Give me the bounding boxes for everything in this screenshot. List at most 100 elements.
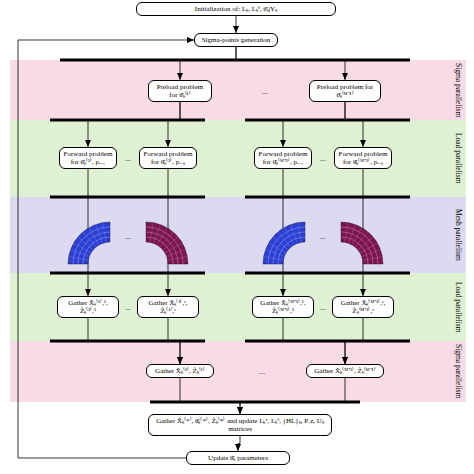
ellipsis: ... xyxy=(259,367,265,376)
mesh-line xyxy=(268,227,305,264)
process-box: Preload problem for θ̂ₖ⁽ᴹ⁺¹⁾ xyxy=(309,80,381,102)
ellipsis-wrap: ... xyxy=(320,154,326,163)
ellipsis-wrap: ... xyxy=(320,232,326,241)
mesh-group xyxy=(68,222,383,264)
mesh-line xyxy=(341,232,373,264)
box-text: Gather X̂ₖ⁽ᴹ⁺¹⁾,¹, Ẑₖ⁽ᴹ⁺¹⁾,¹ xyxy=(256,299,310,315)
box-text: Preload problem for θ̂ₖ⁽¹⁾ xyxy=(152,83,208,99)
box-text: Preload problem for θ̂ₖ⁽ᴹ⁺¹⁾ xyxy=(313,83,377,99)
mesh-figure xyxy=(341,222,383,264)
box-text: Sigma-points generation xyxy=(198,36,274,44)
mesh-line xyxy=(78,232,110,264)
process-box: Gather X̂ₖ⁽ᴹ⁺¹⁾, Ẑₖ⁽ᴹ⁺¹⁾ xyxy=(306,364,384,378)
sync-bar xyxy=(60,59,410,62)
box-text: Forward problem for θ̂ₖ⁽ᴹ⁺¹⁾, pₑₓₛ xyxy=(338,150,388,166)
flow-arrow xyxy=(180,378,240,414)
box-text: Gather X̂ₖ⁽¹⁾,ˢ, Ẑₖ⁽¹⁾,ˢ xyxy=(141,299,195,315)
box-text: Gather X̂ₖ⁽¹⁾,¹, Ẑₖ⁽¹⁾,¹ xyxy=(61,299,115,315)
box-text: Update θ̂ₖ parameters xyxy=(190,454,286,462)
mesh-line xyxy=(341,237,368,264)
process-box: Gather X̂ₖ⁽ᴹ⁺¹⁾,ˢ, Ẑₖ⁽ᴹ⁺¹⁾,ˢ xyxy=(332,296,394,318)
mesh-body xyxy=(146,222,188,264)
band-title: Sigma parallelism xyxy=(454,63,463,117)
flow-arrow xyxy=(236,16,237,33)
ellipsis-wrap: ... xyxy=(320,303,326,312)
box-text: Forward problem for θ̂ₖ⁽ᴹ⁺¹⁾, pₑₓ₁ xyxy=(258,150,308,166)
ellipsis: ... xyxy=(125,154,131,163)
process-box: Forward problem for θ̂ₖ⁽¹⁾, pₑₓₛ xyxy=(139,147,197,169)
box-text: Forward problem for θ̂ₖ⁽¹⁾, pₑₓ₁ xyxy=(63,150,113,166)
process-box: Forward problem for θ̂ₖ⁽¹⁾, pₑₓ₁ xyxy=(59,147,117,169)
sync-bar xyxy=(50,119,205,122)
flow-arrow xyxy=(88,102,180,147)
process-box: Gather X̂ₖ⁽¹⁾, Ẑₖ⁽¹⁾ xyxy=(146,364,214,378)
box-text: Gather X̂ₖ⁽¹⁾, Ẑₖ⁽¹⁾ xyxy=(150,367,210,375)
mesh-line xyxy=(146,232,178,264)
parallel-band: Load parallelism Forward problem for θ̂ₖ⁽… xyxy=(10,120,466,197)
sync-bar xyxy=(50,272,205,275)
ellipsis-wrap: ... xyxy=(125,303,131,312)
ellipsis-wrap: ... xyxy=(259,367,265,376)
mesh-figure xyxy=(146,222,188,264)
box-text: Gather X̂ₖ⁽ᴹ⁺¹⁾,ˢ, Ẑₖ⁽ᴹ⁺¹⁾,ˢ xyxy=(336,299,390,315)
mesh-line xyxy=(73,227,110,264)
process-box: Preload problem for θ̂ₖ⁽¹⁾ xyxy=(148,80,212,102)
flow-arrow xyxy=(168,102,180,147)
parallel-band: Load parallelism Gather X̂ₖ⁽¹⁾,¹, Ẑₖ⁽¹⁾,¹… xyxy=(10,273,466,341)
flow-arrow xyxy=(236,47,345,80)
mesh-line xyxy=(146,237,173,264)
mesh-line xyxy=(341,227,378,264)
box-text: Initialization of: Lₖ, Lₖᶿ, θ̂ₖ|Yₖ xyxy=(140,5,332,13)
flow-arrow xyxy=(180,47,236,80)
process-box: Gather X̂ₖ⁽*⁾, θ̂ₖ⁽*⁾, Ẑₖ⁽*⁾ and update … xyxy=(148,414,332,436)
ellipsis: ... xyxy=(320,154,326,163)
ellipsis-wrap: ... xyxy=(125,232,131,241)
process-box: Initialization of: Lₖ, Lₖᶿ, θ̂ₖ|Yₖ xyxy=(136,2,336,16)
parallel-band: Sigma parallelism Preload problem for θ̂ₖ… xyxy=(10,60,466,120)
box-text: Forward problem for θ̂ₖ⁽¹⁾, pₑₓₛ xyxy=(143,150,193,166)
sync-bar xyxy=(245,272,410,275)
ellipsis: ... xyxy=(125,303,131,312)
process-box: Forward problem for θ̂ₖ⁽ᴹ⁺¹⁾, pₑₓ₁ xyxy=(254,147,312,169)
mesh-body xyxy=(68,222,110,264)
flow-arrow xyxy=(18,40,194,458)
band-title: Load parallelism xyxy=(454,133,463,184)
mesh-figure xyxy=(68,222,110,264)
flow-arrow xyxy=(240,378,345,414)
sync-bar xyxy=(245,196,410,199)
flow-arrow xyxy=(345,102,363,147)
sync-bar xyxy=(245,340,410,343)
mesh-line xyxy=(83,237,110,264)
ellipsis: ... xyxy=(125,232,131,241)
mesh-line xyxy=(278,237,305,264)
box-text: Gather X̂ₖ⁽ᴹ⁺¹⁾, Ẑₖ⁽ᴹ⁺¹⁾ xyxy=(310,367,380,375)
process-box: Sigma-points generation xyxy=(194,33,278,47)
process-box: Forward problem for θ̂ₖ⁽ᴹ⁺¹⁾, pₑₓₛ xyxy=(334,147,392,169)
process-box: Gather X̂ₖ⁽¹⁾,¹, Ẑₖ⁽¹⁾,¹ xyxy=(57,296,119,318)
mesh-figure xyxy=(263,222,305,264)
process-box: Update θ̂ₖ parameters xyxy=(186,451,290,465)
box-text: Gather X̂ₖ⁽*⁾, θ̂ₖ⁽*⁾, Ẑₖ⁽*⁾ and update … xyxy=(152,417,328,433)
band-title: Mesh parallelism xyxy=(454,209,463,261)
mesh-line xyxy=(146,227,183,264)
flow-arrow xyxy=(238,436,240,451)
mesh-body xyxy=(263,222,305,264)
band-title: Sigma parallelism xyxy=(454,344,463,398)
ellipsis-wrap: ... xyxy=(262,87,268,96)
sync-bar xyxy=(150,401,360,404)
parallel-band: Sigma parallelism Gather X̂ₖ⁽¹⁾, Ẑₖ⁽¹⁾ Gat… xyxy=(10,341,466,402)
ellipsis: ... xyxy=(320,303,326,312)
process-box: Gather X̂ₖ⁽¹⁾,ˢ, Ẑₖ⁽¹⁾,ˢ xyxy=(137,296,199,318)
ellipsis: ... xyxy=(320,232,326,241)
mesh-body xyxy=(341,222,383,264)
ellipsis: ... xyxy=(262,87,268,96)
process-box: Gather X̂ₖ⁽ᴹ⁺¹⁾,¹, Ẑₖ⁽ᴹ⁺¹⁾,¹ xyxy=(252,296,314,318)
flow-arrow xyxy=(283,102,345,147)
ellipsis-wrap: ... xyxy=(125,154,131,163)
mesh-line xyxy=(273,232,305,264)
sync-bar xyxy=(50,340,205,343)
sync-bar xyxy=(50,196,205,199)
band-title: Load parallelism xyxy=(454,282,463,333)
